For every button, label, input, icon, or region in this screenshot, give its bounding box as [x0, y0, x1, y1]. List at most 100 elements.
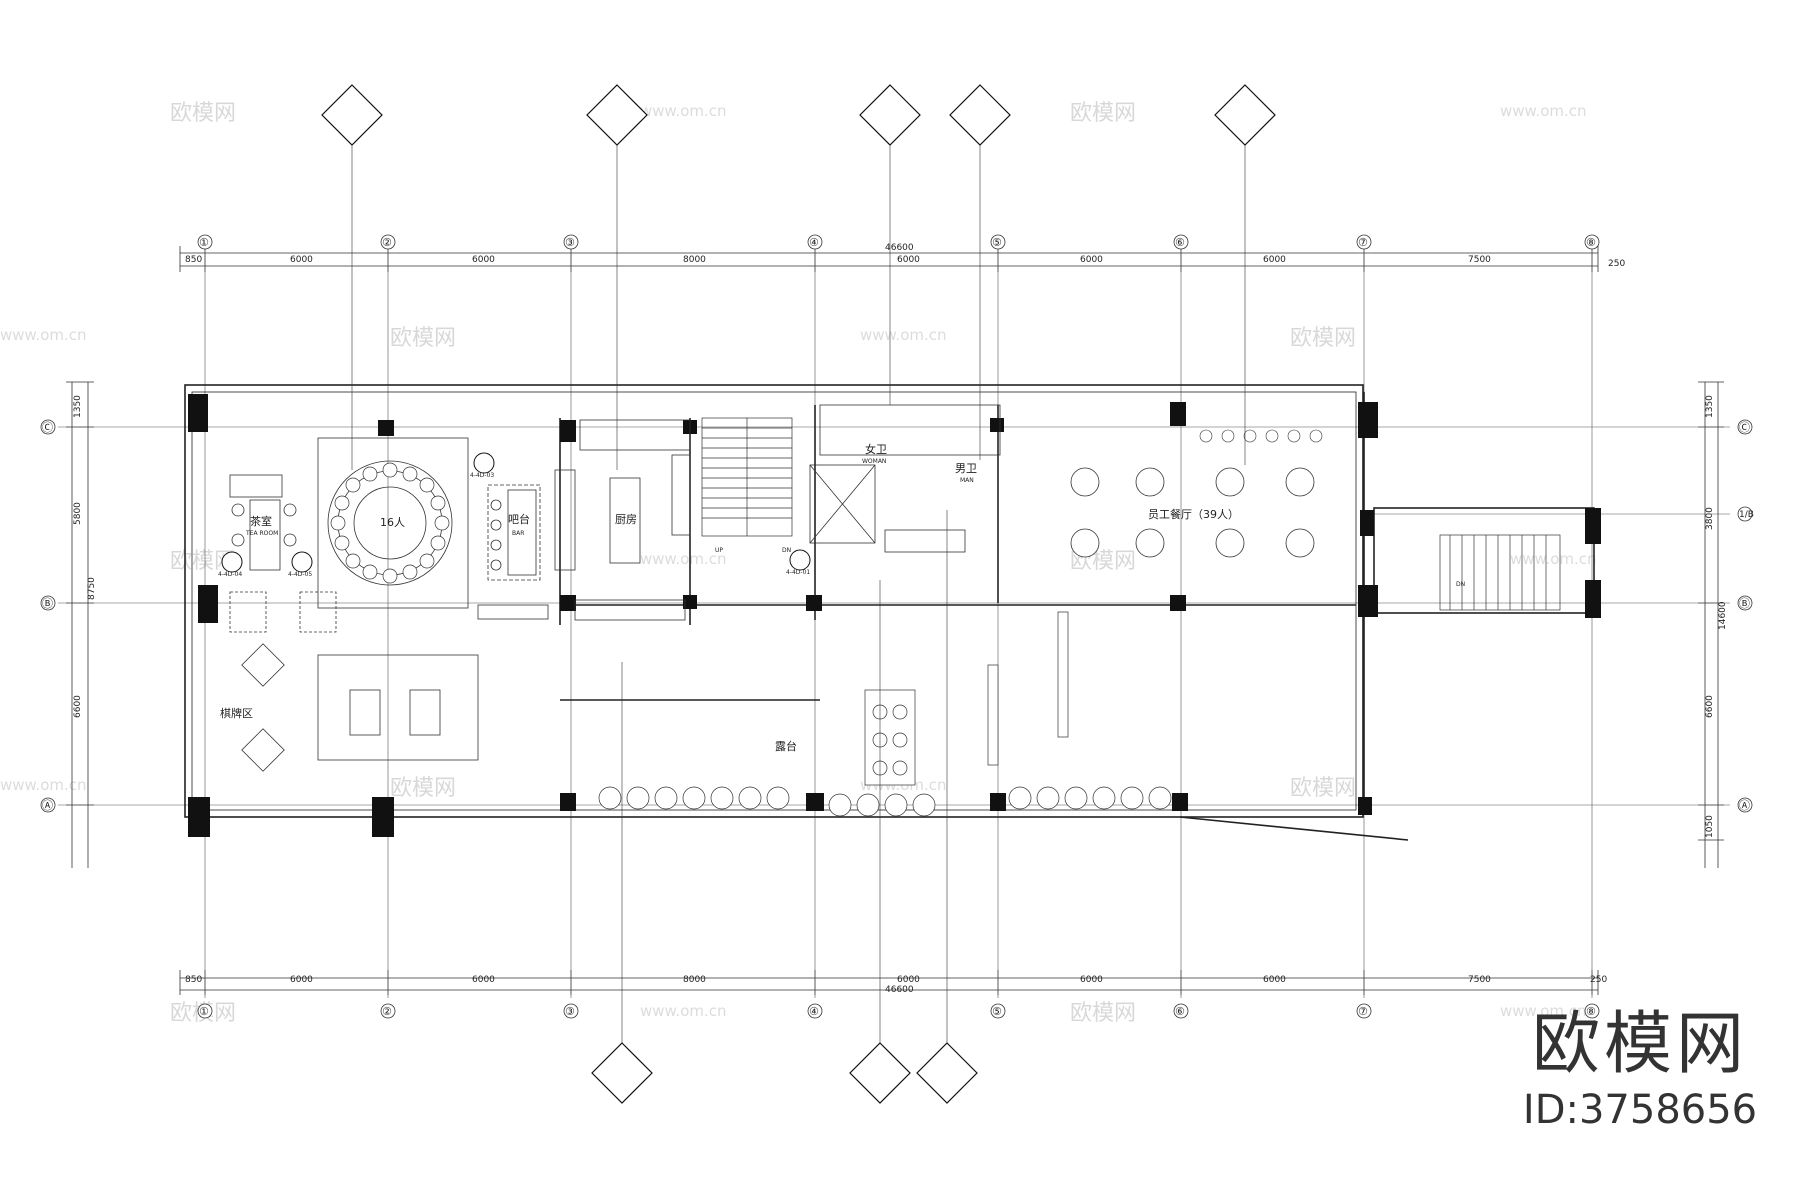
section-tag-label: 4-4D-01 — [786, 569, 810, 576]
dim-left: 1350 — [73, 395, 83, 418]
kitchen-fixtures — [574, 419, 691, 621]
room-label-canteen: 员工餐厅（39人） — [1148, 507, 1239, 521]
grid-label: ② — [382, 236, 392, 249]
structural-columns — [188, 394, 1601, 837]
dim-seg: 6000 — [897, 255, 920, 265]
dim-seg: 8000 — [683, 975, 706, 985]
section-tag-label: 4-4D-03 — [470, 472, 494, 479]
grid-label: Ⓐ — [1739, 799, 1750, 812]
grid-label: ⑧ — [1586, 236, 1596, 249]
grid-label: ① — [199, 236, 209, 249]
room-label-tea: 茶室 — [250, 514, 272, 528]
dim-seg: 6000 — [472, 255, 495, 265]
dim-seg: 6000 — [472, 975, 495, 985]
grid-label: ⑦ — [1358, 236, 1368, 249]
watermark-url: www.om.cn — [860, 326, 947, 344]
grid-label: ③ — [565, 1005, 575, 1018]
grid-label: ⑥ — [1175, 1005, 1185, 1018]
dim-seg: 850 — [185, 975, 202, 985]
watermark: 欧模网 — [390, 776, 456, 801]
watermark: 欧模网 — [1070, 101, 1136, 126]
dim-left: 8750 — [87, 577, 97, 600]
dim-right: 1350 — [1705, 395, 1715, 418]
dim-right: 6600 — [1705, 695, 1715, 718]
canteen-tables — [1070, 467, 1315, 558]
dim-seg: 250 — [1608, 259, 1625, 269]
watermark-url: www.om.cn — [1500, 102, 1587, 120]
room-label-bar: 吧台 — [508, 512, 530, 526]
grid-label: 1/B — [1739, 510, 1754, 520]
watermark: 欧模网 — [1290, 776, 1356, 801]
dim-seg: 6000 — [1263, 255, 1286, 265]
brand-mark: 欧模网 ID:3758656 — [1505, 1005, 1775, 1135]
dim-seg: 6000 — [290, 255, 313, 265]
grid-label: ① — [199, 1005, 209, 1018]
dim-bottom-overall: 46600 — [885, 985, 914, 995]
grid-label: Ⓑ — [1739, 597, 1750, 610]
room-label-tea-en: TEA ROOM — [245, 530, 278, 537]
watermark-url: www.om.cn — [0, 776, 87, 794]
brand-id: ID:3758656 — [1522, 1087, 1758, 1133]
grid-label: ③ — [565, 236, 575, 249]
restroom-core — [809, 404, 1001, 553]
room-label-chess: 棋牌区 — [220, 706, 253, 720]
section-tag-label: 4-4D-04 — [218, 571, 242, 578]
watermark: 欧模网 — [1290, 326, 1356, 351]
grid-label: Ⓒ — [1739, 421, 1750, 434]
watermark: 欧模网 — [1070, 1001, 1136, 1026]
stair-main — [701, 417, 793, 537]
grid-label: ⑤ — [992, 1005, 1002, 1018]
grid-label: ⑤ — [992, 236, 1002, 249]
watermark: 欧模网 — [390, 326, 456, 351]
dim-right: 3800 — [1705, 507, 1715, 530]
stair-down-label: DN — [1456, 581, 1465, 588]
round-table-chairs — [330, 462, 450, 584]
room-label-men-en: MAN — [960, 477, 974, 484]
dim-seg: 6000 — [1263, 975, 1286, 985]
watermark: 欧模网 — [170, 101, 236, 126]
grid-label: ⑧ — [1586, 1005, 1596, 1018]
watermark-url: www.om.cn — [0, 326, 87, 344]
bar-counter — [477, 469, 576, 620]
dim-seg: 850 — [185, 255, 202, 265]
room-label-women: 女卫 — [865, 442, 887, 456]
grid-labels: ① ② ③ ④ ⑤ ⑥ ⑦ ⑧ ① ② ③ ④ ⑤ ⑥ ⑦ ⑧ Ⓒ Ⓑ Ⓐ Ⓒ … — [42, 236, 1754, 1018]
dim-seg: 6000 — [290, 975, 313, 985]
grid-label: ⑥ — [1175, 236, 1185, 249]
grid-label: ② — [382, 1005, 392, 1018]
dim-right: 1050 — [1705, 815, 1715, 838]
brand-name: 欧模网 — [1531, 1005, 1748, 1084]
dim-seg: 6000 — [897, 975, 920, 985]
stair-east — [1439, 534, 1561, 611]
section-tag-label: 4-4D-05 — [288, 571, 312, 578]
stair-down-label: DN — [782, 547, 791, 554]
dim-seg: 6000 — [1080, 255, 1103, 265]
dim-seg: 6000 — [1080, 975, 1103, 985]
watermark-url: www.om.cn — [1500, 1002, 1587, 1020]
grid-label: Ⓑ — [42, 597, 53, 610]
dim-seg: 7500 — [1468, 975, 1491, 985]
watermark-url: www.om.cn — [640, 102, 727, 120]
grid-lines — [58, 252, 1730, 998]
grid-bubbles — [40, 234, 1753, 1019]
room-label-seats: 16人 — [380, 516, 405, 529]
section-tags — [221, 452, 811, 573]
room-label-women-en: WOMAN — [862, 458, 886, 465]
room-label-men: 男卫 — [955, 462, 977, 475]
watermark-url: www.om.cn — [640, 1002, 727, 1020]
chess-tables — [241, 643, 479, 772]
room-label-kitchen: 厨房 — [615, 513, 637, 526]
grid-label: ⑦ — [1358, 1005, 1368, 1018]
room-label-bar-en: BAR — [512, 530, 524, 537]
grid-label: Ⓐ — [42, 799, 53, 812]
room-label-terrace: 露台 — [775, 739, 797, 753]
dim-top-overall: 46600 — [885, 243, 914, 253]
watermark-url: www.om.cn — [640, 550, 727, 568]
grid-label: ④ — [809, 236, 819, 249]
elevation-marker-leaders — [351, 145, 1246, 1043]
elevation-markers — [321, 84, 1276, 1104]
dim-left: 6600 — [73, 695, 83, 718]
terrace-planters — [598, 611, 1172, 817]
watermark-url: www.om.cn — [1510, 550, 1597, 568]
